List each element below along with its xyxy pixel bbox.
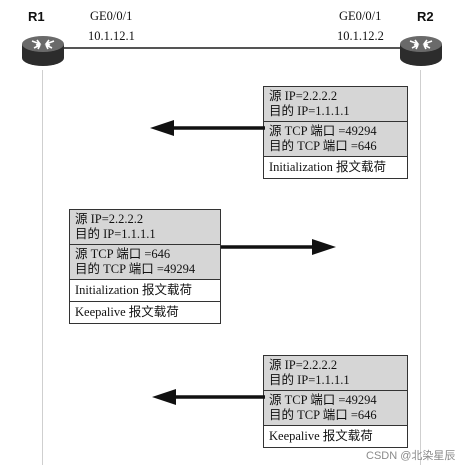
src-port: 源 TCP 端口 =49294 bbox=[269, 124, 377, 138]
arrow-right-icon bbox=[221, 239, 336, 255]
packet-1: 源 IP=2.2.2.2 目的 IP=1.1.1.1 源 TCP 端口 =492… bbox=[263, 86, 408, 179]
payload: Keepalive 报文载荷 bbox=[70, 301, 220, 323]
payload: Initialization 报文载荷 bbox=[70, 279, 220, 301]
router-icon bbox=[400, 36, 442, 66]
r2-timeline bbox=[420, 70, 421, 465]
dst-ip: 目的 IP=1.1.1.1 bbox=[269, 104, 350, 118]
r1-interface: GE0/0/1 bbox=[90, 9, 133, 23]
dst-port: 目的 TCP 端口 =646 bbox=[269, 408, 377, 422]
router-icon bbox=[22, 36, 64, 66]
r2-interface: GE0/0/1 bbox=[339, 9, 382, 23]
tcp-header: 源 TCP 端口 =646 目的 TCP 端口 =49294 bbox=[70, 244, 220, 279]
payload: Keepalive 报文载荷 bbox=[264, 425, 407, 447]
r1-ip: 10.1.12.1 bbox=[88, 29, 135, 43]
r1-label: R1 bbox=[28, 9, 45, 24]
src-port: 源 TCP 端口 =646 bbox=[75, 247, 171, 261]
r2-ip: 10.1.12.2 bbox=[337, 29, 384, 43]
r2-label: R2 bbox=[417, 9, 434, 24]
tcp-header: 源 TCP 端口 =49294 目的 TCP 端口 =646 bbox=[264, 390, 407, 425]
src-ip: 源 IP=2.2.2.2 bbox=[269, 358, 338, 372]
dst-port: 目的 TCP 端口 =646 bbox=[269, 139, 377, 153]
dst-ip: 目的 IP=1.1.1.1 bbox=[75, 227, 156, 241]
src-port: 源 TCP 端口 =49294 bbox=[269, 393, 377, 407]
packet-3: 源 IP=2.2.2.2 目的 IP=1.1.1.1 源 TCP 端口 =492… bbox=[263, 355, 408, 448]
src-ip: 源 IP=2.2.2.2 bbox=[269, 89, 338, 103]
dst-port: 目的 TCP 端口 =49294 bbox=[75, 262, 196, 276]
ip-header: 源 IP=2.2.2.2 目的 IP=1.1.1.1 bbox=[70, 210, 220, 244]
tcp-header: 源 TCP 端口 =49294 目的 TCP 端口 =646 bbox=[264, 121, 407, 156]
ip-header: 源 IP=2.2.2.2 目的 IP=1.1.1.1 bbox=[264, 356, 407, 390]
dst-ip: 目的 IP=1.1.1.1 bbox=[269, 373, 350, 387]
arrow-left-icon bbox=[150, 120, 265, 136]
arrow-left-icon bbox=[152, 389, 265, 405]
packet-2: 源 IP=2.2.2.2 目的 IP=1.1.1.1 源 TCP 端口 =646… bbox=[69, 209, 221, 324]
r1-timeline bbox=[42, 70, 43, 465]
ip-header: 源 IP=2.2.2.2 目的 IP=1.1.1.1 bbox=[264, 87, 407, 121]
link-line bbox=[40, 47, 430, 49]
src-ip: 源 IP=2.2.2.2 bbox=[75, 212, 144, 226]
watermark: CSDN @北染星辰 bbox=[366, 450, 456, 462]
payload: Initialization 报文载荷 bbox=[264, 156, 407, 178]
